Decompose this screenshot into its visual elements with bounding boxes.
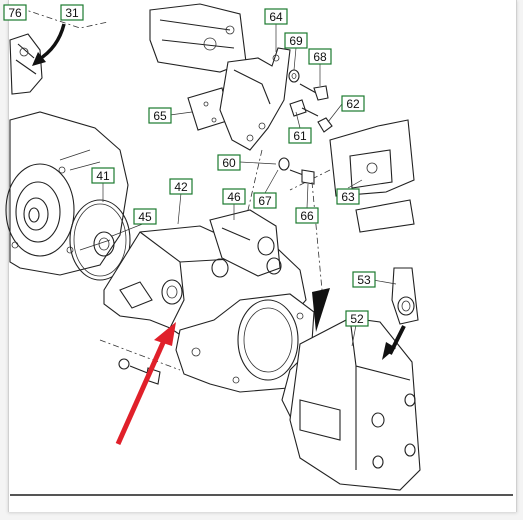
svg-text:61: 61 bbox=[293, 129, 307, 143]
callout-60: 60 bbox=[217, 154, 241, 171]
svg-text:68: 68 bbox=[313, 50, 327, 64]
svg-text:62: 62 bbox=[346, 97, 360, 111]
callout-46: 46 bbox=[222, 188, 246, 205]
callout-31: 31 bbox=[60, 4, 84, 21]
side-bracket-63 bbox=[289, 119, 415, 233]
callout-66: 66 bbox=[295, 207, 319, 224]
svg-text:53: 53 bbox=[357, 273, 371, 287]
svg-text:60: 60 bbox=[222, 156, 236, 170]
control-valve-46 bbox=[209, 209, 282, 277]
gear-pump-52 bbox=[281, 317, 421, 491]
svg-text:66: 66 bbox=[300, 209, 314, 223]
upper-pump-block bbox=[149, 3, 247, 73]
callout-76: 76 bbox=[3, 4, 27, 21]
callout-63: 63 bbox=[336, 188, 360, 205]
svg-text:76: 76 bbox=[8, 6, 22, 20]
washer-69 bbox=[288, 69, 300, 83]
front-flange bbox=[175, 293, 315, 393]
callout-64: 64 bbox=[264, 8, 288, 25]
callout-53: 53 bbox=[352, 271, 376, 288]
svg-text:63: 63 bbox=[341, 190, 355, 204]
fitting-53 bbox=[391, 267, 419, 325]
left-motor-housing bbox=[5, 111, 129, 276]
washer-67 bbox=[278, 157, 290, 171]
callout-65: 65 bbox=[148, 107, 172, 124]
black-pointer-arrow-icon bbox=[312, 288, 330, 332]
callout-41: 41 bbox=[91, 167, 115, 184]
svg-text:46: 46 bbox=[227, 190, 241, 204]
svg-text:45: 45 bbox=[138, 210, 152, 224]
curved-arrow-icon bbox=[37, 23, 66, 62]
callout-62: 62 bbox=[341, 95, 365, 112]
red-highlight-arrow bbox=[115, 322, 176, 446]
svg-text:64: 64 bbox=[269, 10, 283, 24]
coupling-45 bbox=[93, 231, 115, 257]
svg-text:52: 52 bbox=[350, 312, 364, 326]
bolt-61 bbox=[289, 99, 319, 117]
callout-52: 52 bbox=[345, 310, 369, 327]
mounting-bracket-64 bbox=[219, 47, 291, 151]
svg-text:31: 31 bbox=[65, 6, 79, 20]
callout-42: 42 bbox=[169, 178, 193, 195]
svg-text:65: 65 bbox=[153, 109, 167, 123]
top-left-fitting bbox=[9, 33, 43, 95]
callout-61: 61 bbox=[288, 127, 312, 144]
svg-text:42: 42 bbox=[174, 180, 188, 194]
callout-45: 45 bbox=[133, 208, 157, 225]
bottom-divider bbox=[10, 494, 513, 496]
bolt-68 bbox=[299, 83, 329, 101]
bolt-66 bbox=[289, 169, 315, 185]
svg-text:69: 69 bbox=[289, 34, 303, 48]
svg-text:41: 41 bbox=[96, 169, 110, 183]
svg-text:67: 67 bbox=[258, 194, 272, 208]
callout-69: 69 bbox=[284, 32, 308, 49]
o-ring-41 bbox=[69, 199, 131, 281]
callout-67: 67 bbox=[253, 192, 277, 209]
callout-68: 68 bbox=[308, 48, 332, 65]
